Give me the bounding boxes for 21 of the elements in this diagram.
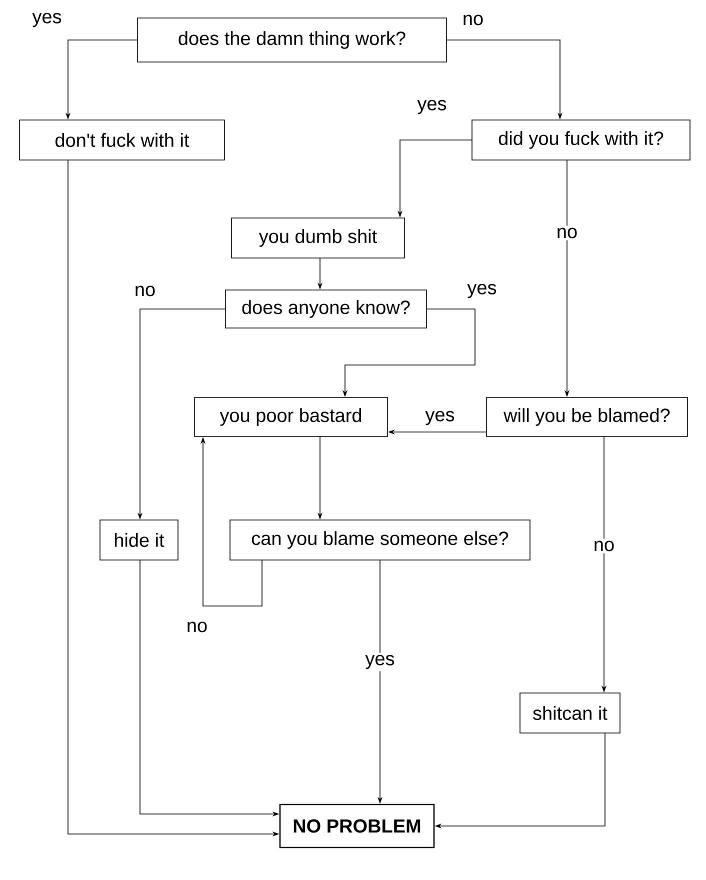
- action-box: shitcan it: [520, 692, 620, 734]
- result-box: NO PROBLEM: [279, 804, 435, 848]
- edge-label: no: [464, 14, 483, 26]
- edge-label: yes: [417, 100, 446, 114]
- action-box: don't fuck with it: [19, 120, 225, 160]
- edge-label: yes: [363, 652, 397, 672]
- edge-label: yes: [32, 12, 62, 28]
- decision-box: did you fuck with it?: [472, 120, 690, 160]
- action-box: you dumb shit: [231, 218, 405, 258]
- edge-label: no: [136, 286, 155, 296]
- edge-label: no: [591, 538, 617, 554]
- edge-label: no: [188, 622, 207, 632]
- decision-box: does anyone know?: [225, 290, 427, 328]
- decision-box: will you be blamed?: [486, 397, 688, 437]
- edge-label: yes: [425, 410, 454, 426]
- action-box: you poor bastard: [194, 397, 388, 437]
- action-box: hide it: [100, 520, 178, 560]
- decision-box: does the damn thing work?: [137, 18, 447, 62]
- edge-label: yes: [467, 284, 496, 298]
- edge-label: no: [554, 226, 580, 240]
- decision-box: can you blame someone else?: [230, 520, 530, 560]
